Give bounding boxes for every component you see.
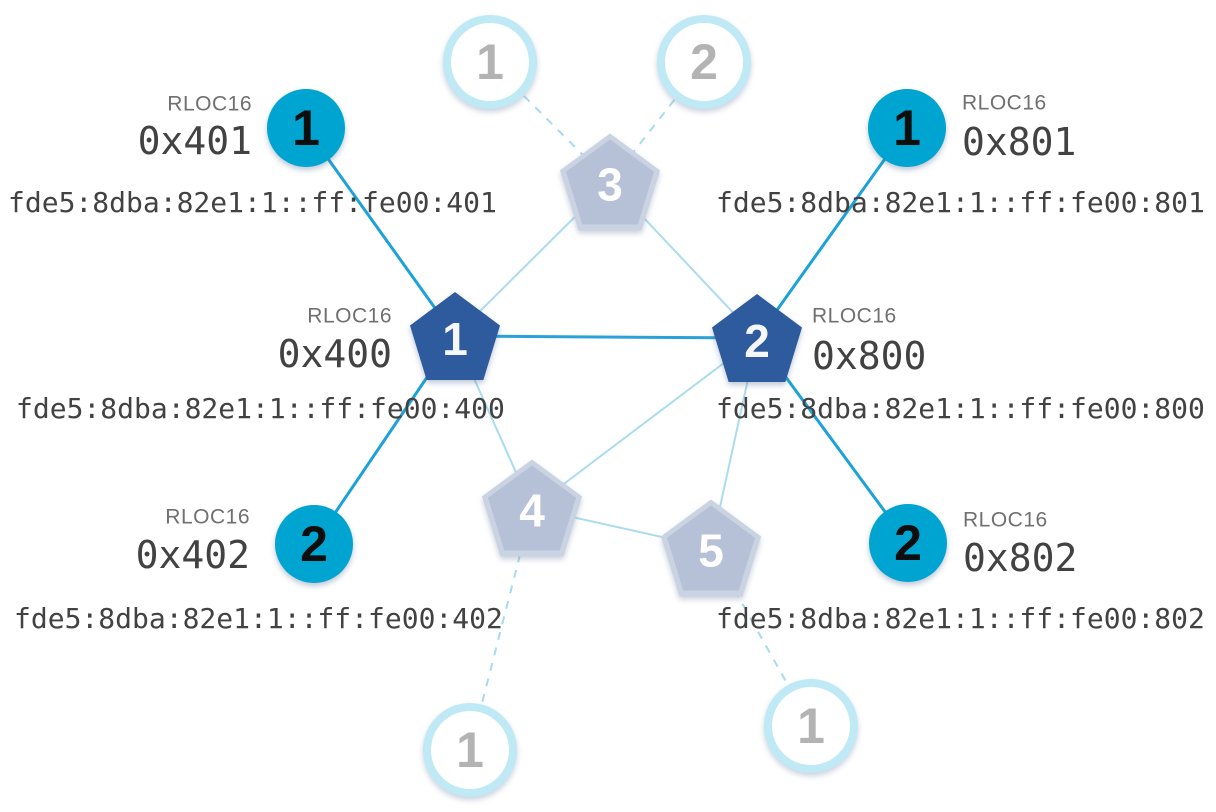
node-router-4[interactable]: 4: [482, 459, 582, 557]
node-number: 5: [698, 524, 724, 577]
node-child-top-2[interactable]: 2: [657, 15, 751, 109]
node-child-401[interactable]: 1: [267, 89, 345, 167]
link-child-801--router-2: [755, 127, 909, 339]
node-number: 2: [690, 34, 718, 90]
node-number: 3: [597, 158, 623, 211]
node-router-5[interactable]: 5: [661, 499, 761, 597]
node-number: 2: [894, 515, 922, 571]
link-child-401--router-1: [304, 127, 457, 337]
router-pentagon-faded: 4: [488, 465, 576, 551]
ipv6-address: fde5:8dba:82e1:1::ff:fe00:400: [16, 392, 505, 425]
router-pentagon-faded: 3: [566, 139, 654, 225]
child-circle: 2: [275, 505, 353, 583]
node-child-801[interactable]: 1: [868, 89, 946, 167]
node-child-bottom-left-1[interactable]: 1: [423, 703, 517, 797]
rloc16-value: 0x800: [812, 334, 927, 378]
child-circle-faded: 2: [657, 15, 751, 109]
rloc16-value: 0x802: [963, 536, 1078, 580]
rloc16-label: RLOC16: [307, 304, 392, 328]
rloc16-label: RLOC16: [963, 508, 1048, 532]
child-circle: 1: [267, 89, 345, 167]
ipv6-address: fde5:8dba:82e1:1::ff:fe00:401: [8, 186, 497, 219]
child-circle: 2: [869, 504, 947, 582]
node-child-402[interactable]: 2: [275, 505, 353, 583]
link-router-1--router-2: [454, 334, 758, 340]
child-circle-faded: 1: [443, 15, 537, 109]
child-circle-faded: 1: [423, 703, 517, 797]
ipv6-address: fde5:8dba:82e1:1::ff:fe00:802: [716, 602, 1205, 635]
rloc16-value: 0x402: [135, 533, 250, 577]
node-number: 2: [744, 314, 770, 367]
node-number: 1: [456, 722, 484, 778]
link-child-top-1--router-3: [489, 61, 611, 183]
router-pentagon-halo: 5: [661, 499, 761, 597]
node-router-3[interactable]: 3: [560, 133, 660, 231]
node-child-bottom-right-1[interactable]: 1: [764, 679, 858, 773]
router-pentagon: 2: [712, 294, 802, 382]
child-circle: 1: [868, 89, 946, 167]
rloc16-value: 0x401: [137, 119, 252, 163]
router-pentagon-faded: 5: [667, 505, 755, 591]
node-number: 2: [300, 516, 328, 572]
node-router-2[interactable]: 2: [712, 294, 802, 382]
node-number: 1: [442, 312, 468, 365]
node-number: 1: [476, 34, 504, 90]
rloc16-label: RLOC16: [812, 304, 897, 328]
link-router-2--router-4: [531, 337, 758, 509]
node-number: 1: [292, 100, 320, 156]
rloc16-label: RLOC16: [167, 92, 252, 116]
rloc16-value: 0x801: [962, 120, 1077, 164]
ipv6-address: fde5:8dba:82e1:1::ff:fe00:402: [14, 602, 503, 635]
router-pentagon: 1: [410, 292, 500, 380]
node-child-802[interactable]: 2: [869, 504, 947, 582]
child-circle-faded: 1: [764, 679, 858, 773]
router-pentagon-halo: 4: [482, 459, 582, 557]
ipv6-address: fde5:8dba:82e1:1::ff:fe00:801: [716, 186, 1205, 219]
rloc16-label: RLOC16: [962, 91, 1047, 115]
rloc16-value: 0x400: [277, 332, 392, 376]
node-router-1[interactable]: 1: [410, 292, 500, 380]
ipv6-address: fde5:8dba:82e1:1::ff:fe00:800: [716, 392, 1205, 425]
rloc16-label: RLOC16: [165, 505, 250, 529]
node-number: 4: [519, 484, 545, 537]
router-pentagon-halo: 3: [560, 133, 660, 231]
node-child-top-1[interactable]: 1: [443, 15, 537, 109]
node-number: 1: [797, 698, 825, 754]
node-number: 1: [893, 100, 921, 156]
